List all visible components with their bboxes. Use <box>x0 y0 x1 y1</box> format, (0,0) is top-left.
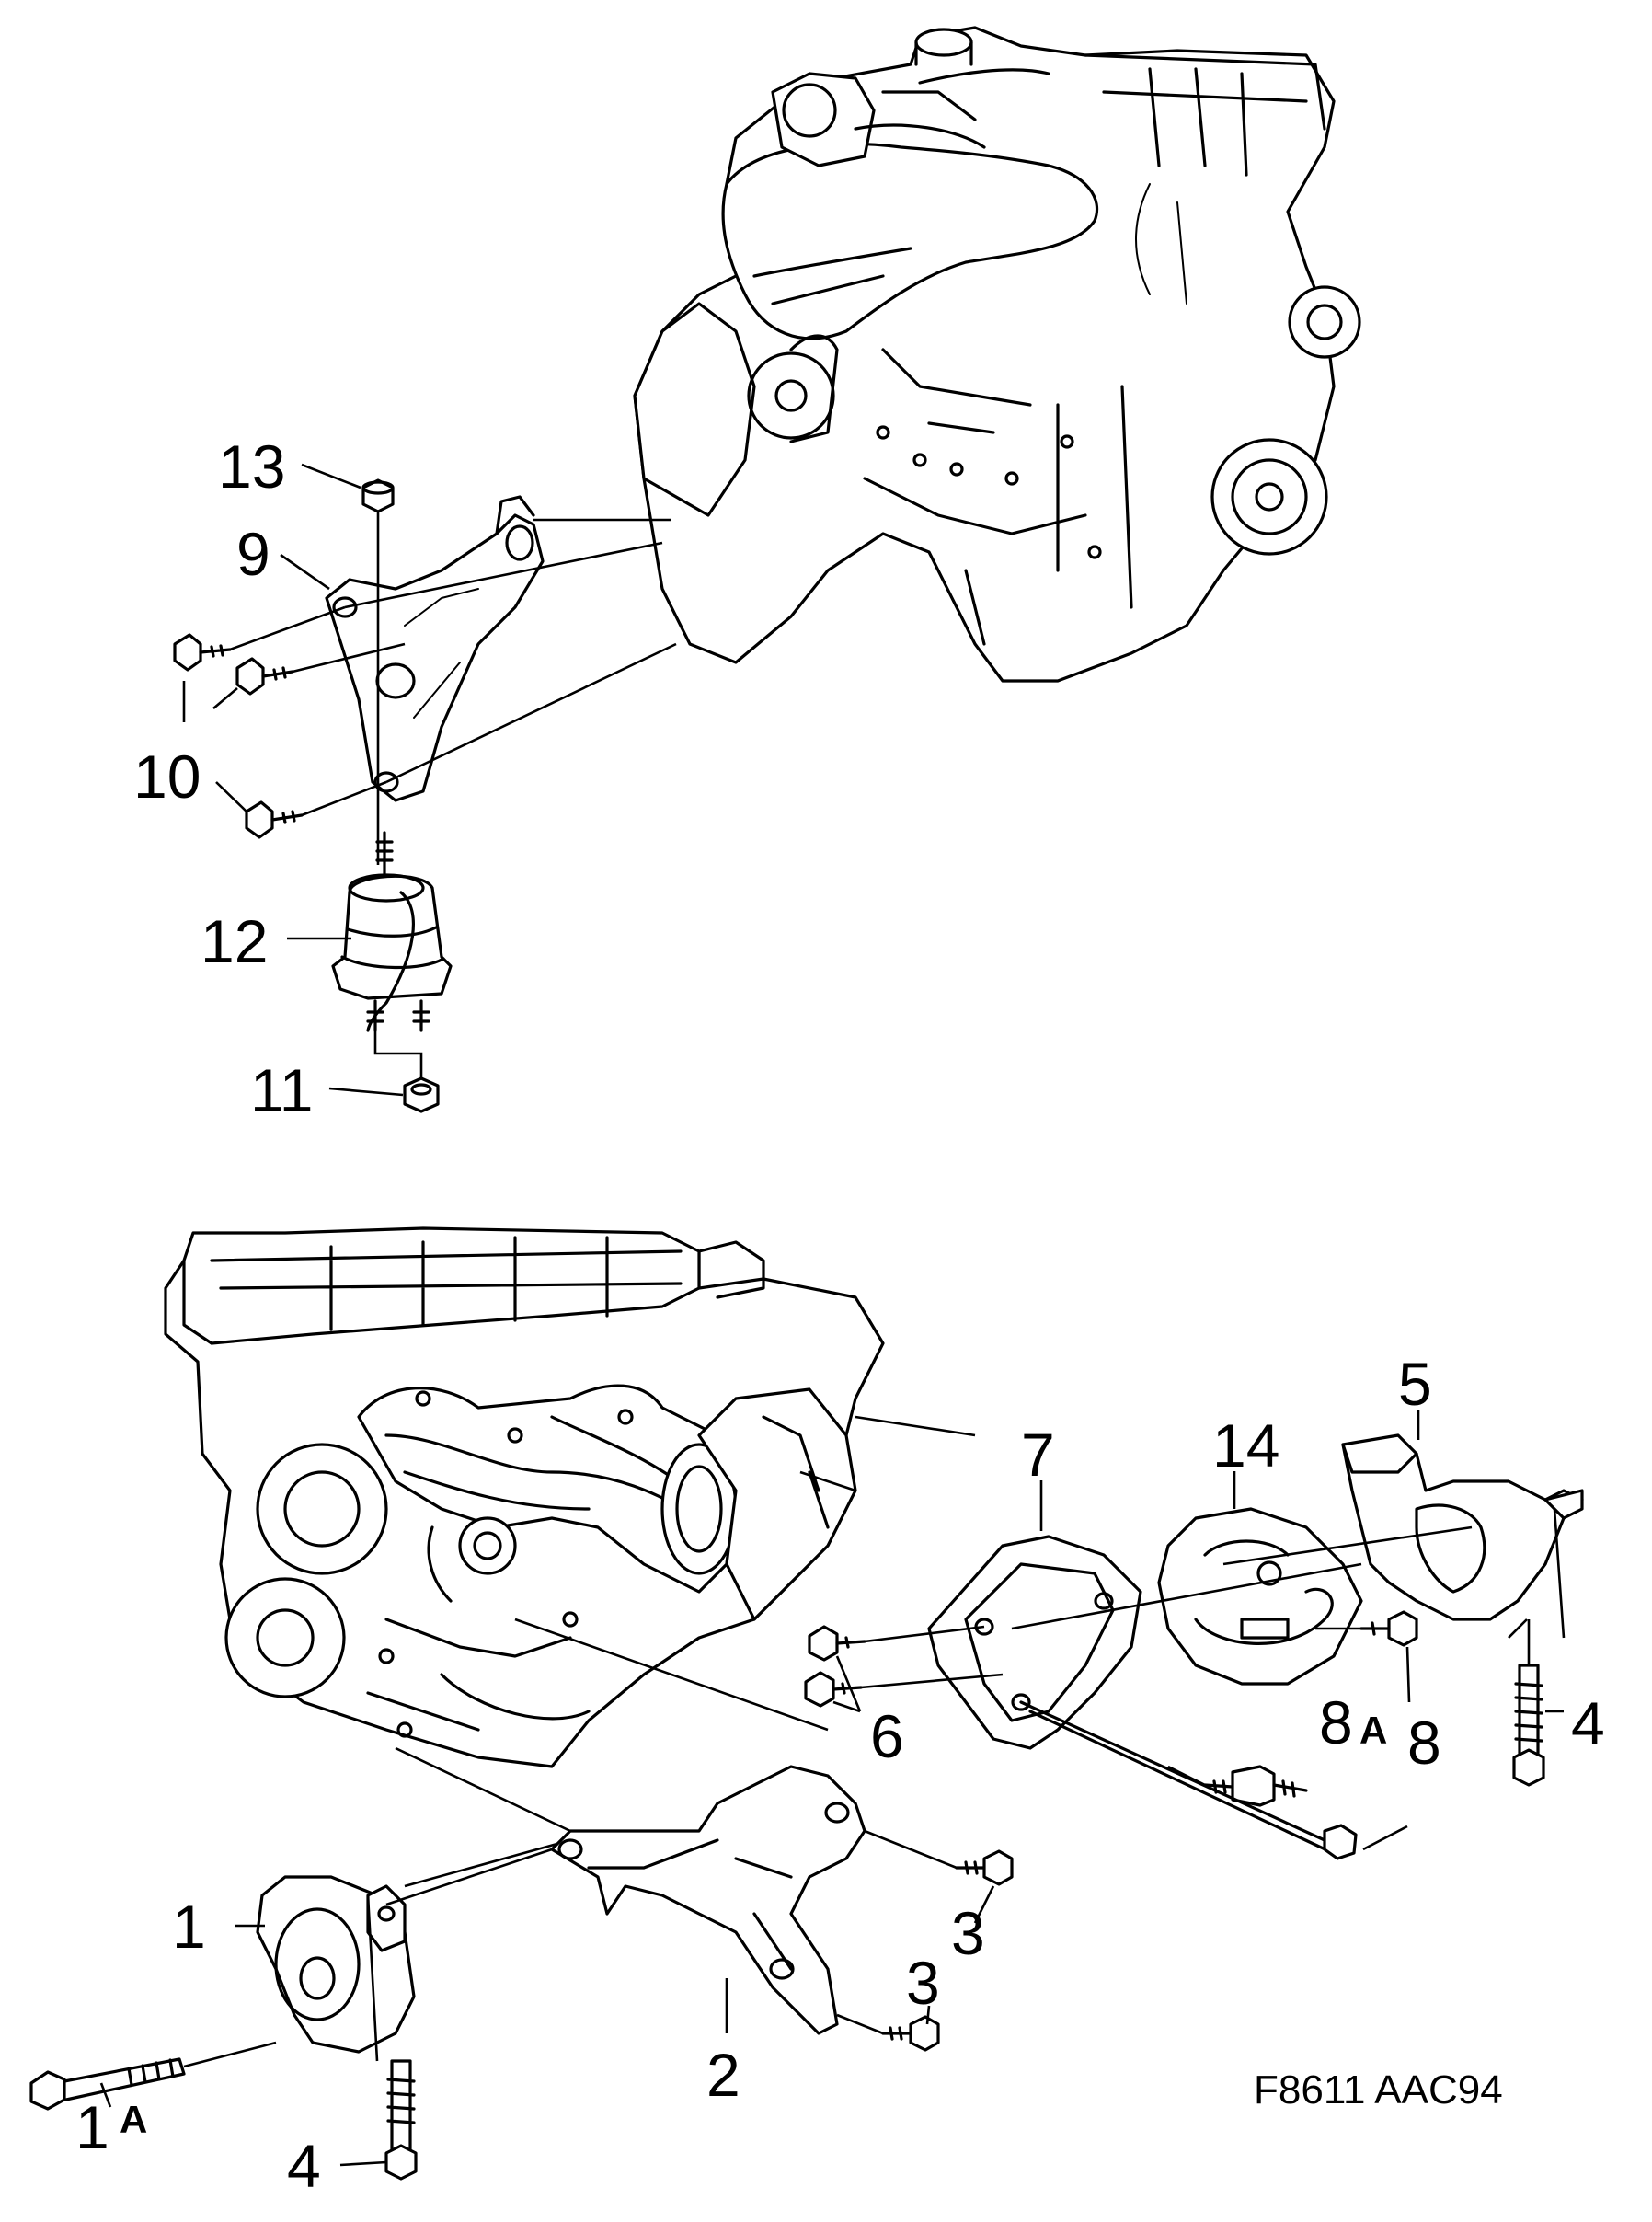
engine-bracket-2 <box>550 1765 866 2035</box>
top-engine <box>633 26 1361 683</box>
callout-1: 1 <box>172 1893 206 1961</box>
bolt-4-right <box>1512 1619 1545 1787</box>
bolts-3 <box>836 1829 1014 2052</box>
callout-8-right: 8 <box>1407 1709 1441 1777</box>
callout-2: 2 <box>706 2041 740 2109</box>
callout-1a-suffix: A <box>120 2098 147 2141</box>
callout-14: 14 <box>1212 1411 1279 1479</box>
bottom-engine <box>164 1226 885 1768</box>
callout-4-right: 4 <box>1571 1689 1605 1757</box>
callout-1a-number: 1 <box>75 2093 109 2161</box>
bolt-8-lower <box>1019 1700 1358 1860</box>
callout-4-left: 4 <box>287 2132 321 2200</box>
nut-13 <box>361 478 395 513</box>
engine-bracket-9 <box>325 495 545 802</box>
engine-mount-1 <box>256 1848 553 2062</box>
gearbox-bracket-7 <box>927 1535 1142 1750</box>
callout-10: 10 <box>133 743 201 811</box>
engine-mount-12 <box>331 831 453 1032</box>
callout-8a-suffix: A <box>1359 1709 1387 1752</box>
callout-11: 11 <box>250 1056 314 1124</box>
callout-5: 5 <box>1398 1350 1432 1418</box>
callout-12: 12 <box>201 907 268 975</box>
bolt-1a <box>29 2041 277 2111</box>
callout-13: 13 <box>218 432 285 501</box>
callout-9: 9 <box>236 520 270 588</box>
nut-11 <box>403 1076 440 1113</box>
callout-8a-number: 8 <box>1319 1688 1353 1756</box>
bolts-6 <box>804 1625 1004 1708</box>
callout-6: 6 <box>870 1702 904 1770</box>
bolt-4-left <box>384 2059 418 2181</box>
callout-3-upper: 3 <box>951 1899 985 1967</box>
bolts-10 <box>173 605 406 839</box>
mount-plate-14 <box>1157 1507 1363 1686</box>
callout-3-lower: 3 <box>906 1949 940 2017</box>
callout-leaders <box>99 463 1564 2167</box>
figure-code: F8611 AAC94 <box>1254 2067 1503 2113</box>
callout-7: 7 <box>1021 1421 1055 1489</box>
gearbox-mount-5 <box>1341 1433 1584 1621</box>
bolt-8-upper <box>1315 1610 1418 1647</box>
